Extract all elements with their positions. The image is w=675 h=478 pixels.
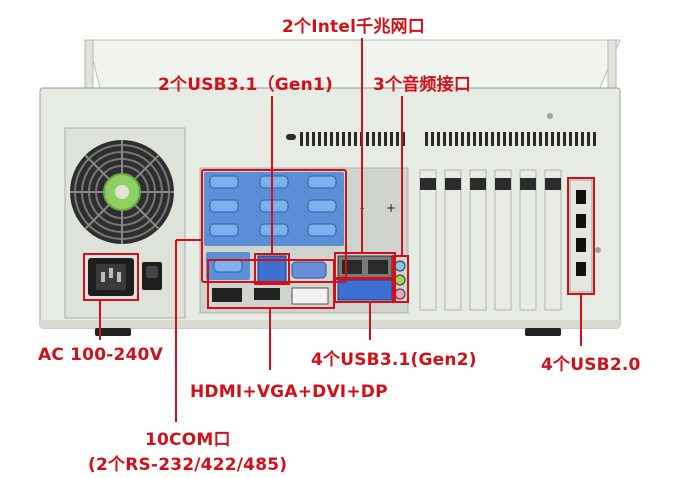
label-com-title: 10COM口 — [145, 430, 231, 450]
com-port-10-socket — [213, 259, 243, 273]
dvi-port — [291, 287, 329, 305]
screw-right — [595, 247, 601, 253]
vga-port — [291, 261, 327, 279]
leader-lines — [99, 38, 582, 422]
dp-port — [212, 288, 242, 302]
foot-left — [95, 328, 131, 336]
rear-panel-bottom-edge — [40, 320, 620, 328]
highlight-ac — [83, 253, 139, 301]
vent-slots-right — [425, 132, 596, 146]
highlight-com — [201, 169, 347, 283]
usb20-port-1 — [576, 190, 586, 204]
screw-top — [547, 113, 553, 119]
label-usb31-gen2: 4个USB3.1(Gen2) — [311, 350, 477, 370]
label-usb20: 4个USB2.0 — [541, 355, 641, 375]
lock-slot — [286, 134, 296, 140]
label-com-detail: (2个RS-232/422/485) — [88, 455, 288, 475]
usb20-port-2 — [576, 214, 586, 228]
usb31-gen2-ports — [337, 279, 393, 301]
foot-right — [525, 328, 561, 336]
highlight-boxes — [83, 169, 595, 309]
label-intel-lan: 2个Intel千兆网口 — [282, 17, 425, 37]
label-video: HDMI+VGA+DVI+DP — [190, 382, 388, 402]
expansion-slots — [419, 169, 562, 311]
usb20-port-4 — [576, 262, 586, 276]
label-usb31-gen1: 2个USB3.1（Gen1) — [158, 75, 333, 95]
psu-fan-icon — [70, 140, 174, 244]
audio-jack-1 — [394, 260, 406, 272]
lan-port-2 — [368, 260, 388, 274]
audio-jack-3 — [394, 288, 406, 300]
rocker-switch-icon — [142, 262, 162, 290]
highlight-audio — [392, 255, 409, 303]
ac-inlet-icon — [88, 258, 134, 296]
audio-jack-2 — [394, 274, 406, 286]
hdmi-port — [254, 288, 280, 300]
usb20-port-3 — [576, 238, 586, 252]
label-audio: 3个音频接口 — [373, 75, 472, 95]
highlight-usb31-gen2 — [334, 277, 396, 303]
label-ac-power: AC 100-240V — [38, 345, 163, 365]
io-plus-sign: + — [386, 201, 396, 215]
com-ports — [209, 175, 337, 237]
usb20-bracket — [569, 179, 593, 293]
